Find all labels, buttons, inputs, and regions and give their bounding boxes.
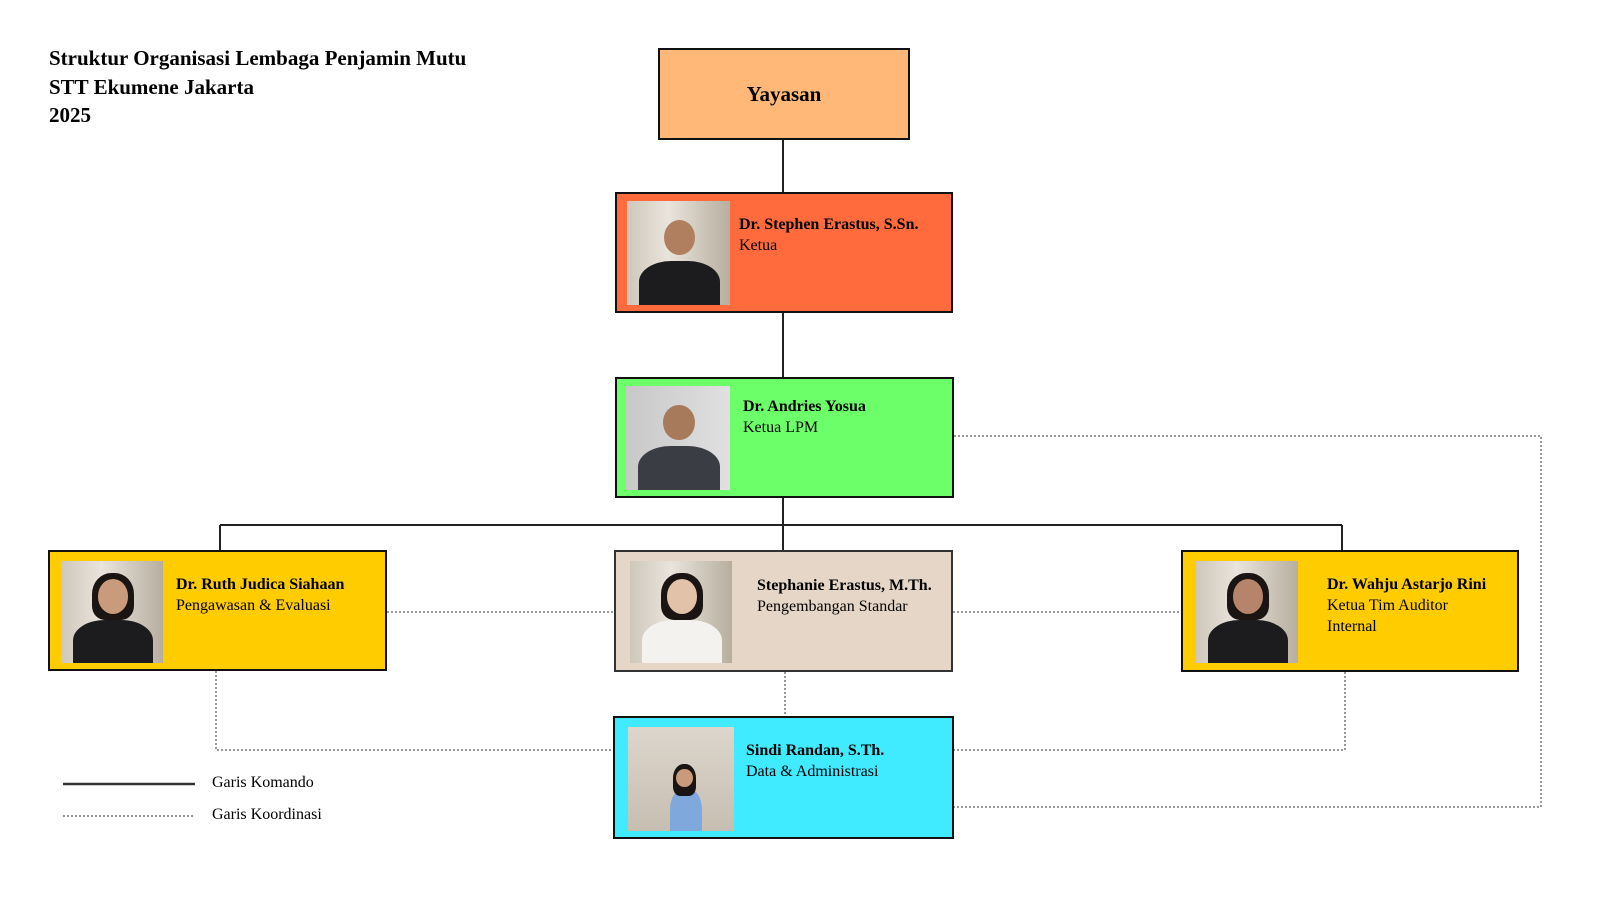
title-line-2: STT Ekumene Jakarta xyxy=(49,74,254,99)
chart-title: Struktur Organisasi Lembaga Penjamin Mut… xyxy=(49,44,466,130)
node-auditor: Dr. Wahju Astarjo Rini Ketua Tim Auditor… xyxy=(1181,550,1519,672)
node-name: Dr. Stephen Erastus, S.Sn. xyxy=(739,216,919,233)
legend-command-label: Garis Komando xyxy=(212,774,314,791)
node-name: Dr. Andries Yosua xyxy=(743,398,866,415)
ketua-photo xyxy=(627,201,730,305)
node-role: Ketua xyxy=(739,237,778,254)
node-role: Ketua Tim Auditor Internal xyxy=(1327,597,1448,635)
node-yayasan: Yayasan xyxy=(658,48,910,140)
evaluasi-photo xyxy=(61,561,163,663)
title-line-3: 2025 xyxy=(49,103,91,127)
node-role: Ketua LPM xyxy=(743,419,819,436)
node-role: Pengawasan & Evaluasi xyxy=(176,597,331,614)
node-role: Data & Administrasi xyxy=(746,763,879,780)
command-lines xyxy=(219,139,1343,550)
standar-photo xyxy=(630,561,732,663)
node-role: Pengembangan Standar xyxy=(757,598,908,615)
node-ketua-lpm: Dr. Andries Yosua Ketua LPM xyxy=(615,377,954,498)
coord-evaluasi-admin xyxy=(215,671,613,751)
node-evaluasi: Dr. Ruth Judica Siahaan Pengawasan & Eva… xyxy=(48,550,387,671)
node-name: Dr. Ruth Judica Siahaan xyxy=(176,576,345,593)
coordination-lines xyxy=(63,435,1542,817)
coord-auditor-admin xyxy=(954,672,1346,751)
node-name: Sindi Randan, S.Th. xyxy=(746,742,885,759)
node-admin: Sindi Randan, S.Th. Data & Administrasi xyxy=(613,716,954,839)
node-yayasan-label: Yayasan xyxy=(746,81,822,106)
node-ketua: Dr. Stephen Erastus, S.Sn. Ketua xyxy=(615,192,953,313)
auditor-photo xyxy=(1196,561,1298,663)
title-line-1: Struktur Organisasi Lembaga Penjamin Mut… xyxy=(49,46,467,70)
node-standar: Stephanie Erastus, M.Th. Pengembangan St… xyxy=(614,550,953,672)
ketua-lpm-photo xyxy=(626,386,730,490)
node-name: Dr. Wahju Astarjo Rini xyxy=(1327,576,1487,593)
node-name: Stephanie Erastus, M.Th. xyxy=(757,577,932,594)
admin-photo xyxy=(628,727,734,831)
coord-lpm-admin xyxy=(954,435,1542,808)
legend-coordination-label: Garis Koordinasi xyxy=(212,806,322,823)
